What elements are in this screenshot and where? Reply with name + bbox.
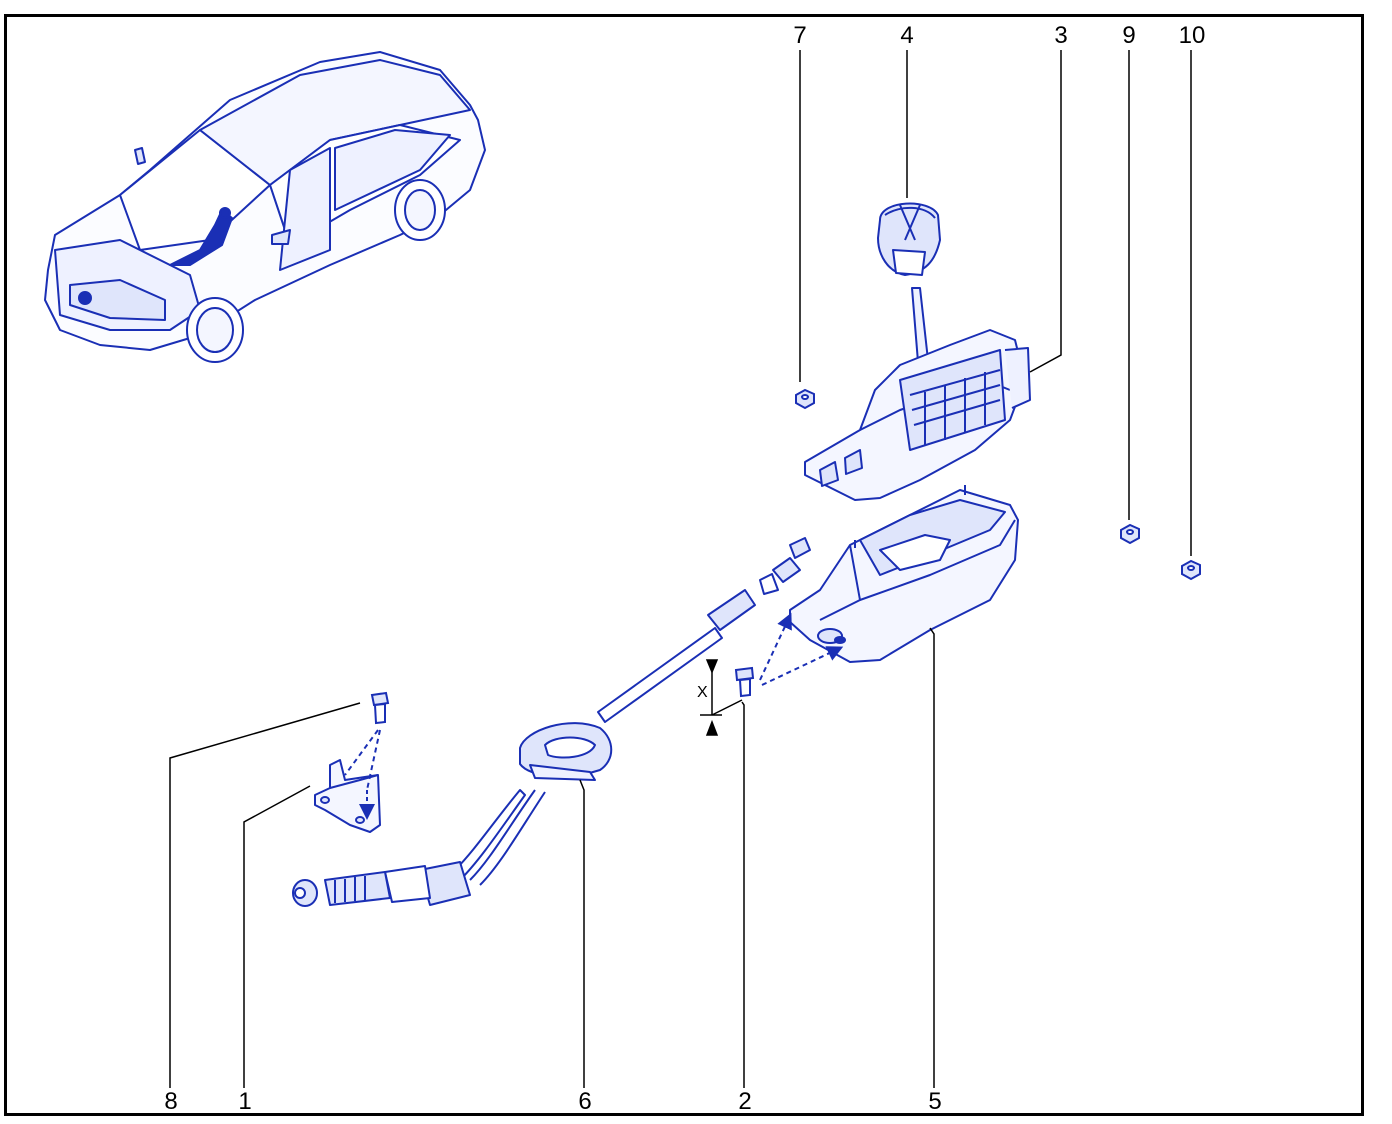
callout-9: 9 (1122, 22, 1136, 49)
callout-2: 2 (738, 1088, 752, 1115)
leader-lines (169, 50, 1192, 1088)
callout-5: 5 (928, 1088, 942, 1115)
shift-cable (292, 537, 811, 907)
bolt-2 (734, 612, 844, 698)
callout-4: 4 (900, 22, 914, 49)
dimension-x-label: X (697, 684, 708, 701)
callout-7: 7 (793, 22, 807, 49)
nut-10 (1181, 559, 1201, 581)
support-bracket (314, 759, 381, 833)
callout-1: 1 (238, 1088, 252, 1115)
nut-9 (1120, 523, 1140, 545)
callout-3: 3 (1054, 22, 1068, 49)
callout-8: 8 (164, 1088, 178, 1115)
bolt-8 (344, 691, 390, 791)
console-bracket (789, 485, 1019, 663)
callout-10: 10 (1178, 22, 1206, 49)
diagram-frame (4, 14, 1364, 1116)
nut-7 (795, 388, 815, 410)
callout-6: 6 (578, 1088, 592, 1115)
dimension-x-marker (700, 659, 743, 736)
car-illustration (44, 51, 486, 363)
gear-lever-housing (804, 287, 1031, 501)
gear-knob (877, 202, 941, 276)
